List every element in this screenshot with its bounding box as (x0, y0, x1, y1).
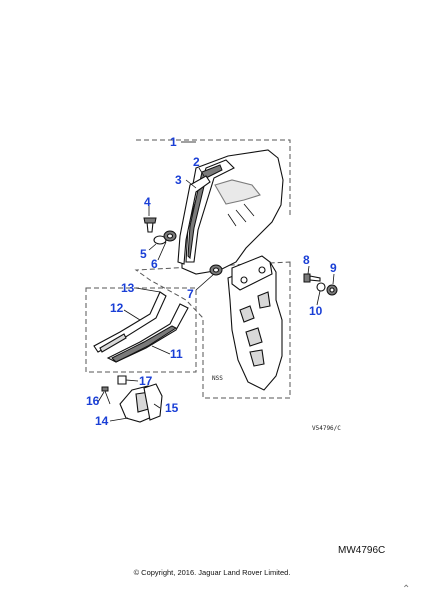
seal-11 (106, 303, 189, 363)
callout-8: 8 (303, 253, 310, 267)
glass-channel (177, 159, 235, 265)
screw-16 (101, 386, 111, 405)
callout-16: 16 (86, 394, 100, 408)
callout-1: 1 (170, 135, 177, 149)
washer-10 (316, 282, 326, 292)
assembly-1-boundary (134, 139, 291, 399)
callout-2: 2 (193, 155, 200, 169)
bracket-stamp: NSS (212, 375, 223, 382)
callout-7: 7 (187, 287, 194, 301)
callouts: 1 2 3 4 5 6 7 8 9 10 11 12 13 14 15 16 1… (86, 135, 337, 428)
callout-14: 14 (95, 414, 109, 428)
clip-17 (117, 375, 127, 385)
callout-17: 17 (139, 374, 153, 388)
drawing-reference: V54796/C (312, 425, 341, 432)
callout-4: 4 (144, 195, 151, 209)
nut-6 (163, 230, 177, 242)
callout-5: 5 (140, 247, 147, 261)
trim-15 (143, 383, 163, 421)
leader-lines (97, 141, 335, 422)
callout-6: 6 (151, 257, 158, 271)
nut-9 (326, 284, 338, 296)
screw-4 (143, 217, 157, 233)
callout-15: 15 (165, 401, 179, 415)
callout-11: 11 (170, 347, 183, 361)
callout-3: 3 (175, 173, 182, 187)
chevron-up-icon[interactable]: ⌃ (402, 584, 411, 595)
callout-12: 12 (110, 301, 124, 315)
callout-9: 9 (330, 261, 337, 275)
copyright-notice: © Copyright, 2016. Jaguar Land Rover Lim… (133, 568, 291, 577)
bush-7 (209, 264, 223, 276)
callout-13: 13 (121, 281, 135, 295)
hinge-bracket (227, 255, 283, 391)
bolt-8 (303, 273, 321, 283)
callout-10: 10 (309, 304, 323, 318)
diagram-code: MW4796C (338, 545, 386, 556)
assembly-13-boundary (85, 287, 197, 373)
